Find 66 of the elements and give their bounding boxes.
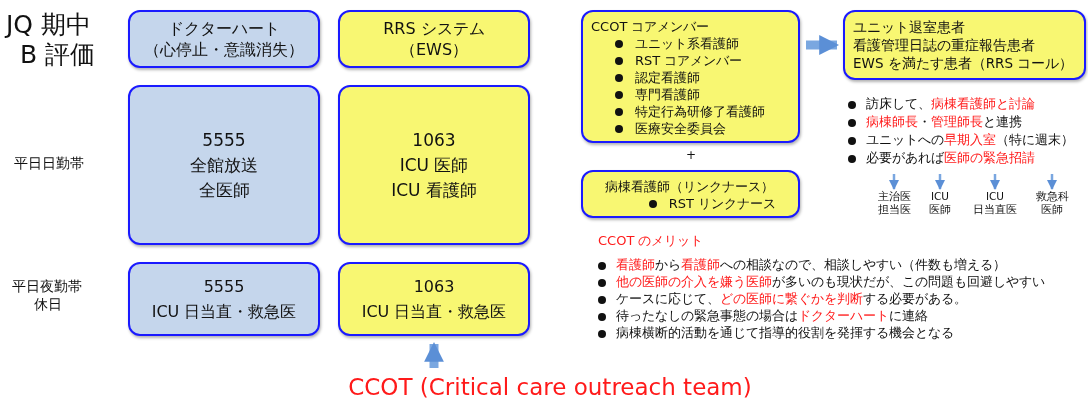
rounded-box — [128, 262, 320, 336]
box-text: ICU 日当直・救急医 — [361, 301, 507, 323]
box-text: （心停止・意識消失） — [144, 39, 304, 60]
box-text: 5555 — [203, 276, 245, 298]
box-text: （EWS） — [399, 39, 469, 60]
label: 休日 — [34, 296, 62, 313]
box-heading: 病棟看護師（リンクナース） — [604, 179, 774, 194]
bullet-text: 病棟横断的活動を通じて指導的役割を発揮する機会となる — [616, 325, 954, 340]
role-text: 医師 — [1041, 203, 1063, 216]
bullet-text: 看護師から看護師への相談なので、相談しやすい（件数も増える） — [616, 257, 1006, 272]
label: JQ 期中 — [6, 10, 91, 40]
role-text: 救急科 — [1035, 190, 1069, 203]
bullet-text: 訪床して、病棟看護師と討論 — [866, 96, 1035, 112]
box-text: EWS を満たす患者（RRS コール） — [853, 54, 1074, 72]
rounded-box — [581, 10, 800, 143]
bullet-text: 病棟師長・管理師長と連携 — [866, 114, 1022, 130]
bullet-text: ケースに応じて、どの医師に繋ぐかを判断する必要がある。 — [616, 291, 967, 306]
role-text: 日当直医 — [973, 203, 1017, 216]
rounded-box — [843, 10, 1086, 80]
box-text: ICU 看護師 — [391, 178, 477, 202]
arrow — [889, 174, 899, 190]
label: + — [686, 148, 697, 163]
rounded-box — [338, 10, 530, 68]
role-text: ICU — [985, 190, 1005, 203]
box-text: RRS システム — [383, 18, 485, 39]
list-item: 特定行為研修了看護師 — [635, 103, 765, 120]
list-item: ユニット系看護師 — [635, 35, 739, 52]
rounded-box — [338, 85, 530, 245]
rounded-box — [128, 10, 320, 68]
rounded-box — [338, 262, 530, 336]
box-text: 全館放送 — [190, 153, 258, 177]
bullet-text: 必要があれば医師の緊急招請 — [866, 150, 1035, 166]
bullet-text: ユニットへの早期入室（特に週末） — [866, 132, 1074, 148]
arrow — [990, 174, 1000, 190]
list-item: 専門看護師 — [635, 86, 700, 103]
bullet-text: 待ったなしの緊急事態の場合はドクターハートに連絡 — [616, 308, 928, 323]
rounded-box — [128, 85, 320, 245]
list-item: RST コアメンバー — [635, 52, 743, 69]
label: CCOT のメリット — [598, 233, 704, 249]
label: 平日夜勤帯 — [12, 278, 82, 295]
list-item: RST リンクナース — [668, 195, 777, 212]
box-text: 1063 — [412, 128, 456, 152]
role-text: ICU — [930, 190, 950, 203]
arrow — [935, 174, 945, 190]
box-text: ユニット退室患者 — [853, 18, 965, 36]
box-text: 1063 — [413, 276, 455, 298]
box-text: ICU 医師 — [399, 153, 469, 177]
box-text: 全医師 — [198, 178, 250, 202]
box-text: 看護管理日誌の重症報告患者 — [853, 36, 1035, 54]
list-item: 医療安全委員会 — [635, 120, 726, 137]
box-text: 5555 — [202, 128, 246, 152]
rounded-box — [581, 170, 800, 218]
list-item: 認定看護師 — [635, 69, 700, 86]
box-text: ICU 日当直・救急医 — [151, 301, 297, 323]
arrow — [424, 342, 444, 368]
box-heading: CCOT コアメンバー — [591, 19, 710, 34]
arrow — [806, 35, 839, 55]
label: B 評価 — [20, 40, 96, 70]
label: 平日日勤帯 — [14, 155, 84, 172]
role-text: 主治医 — [877, 190, 911, 203]
box-text: ドクターハート — [168, 18, 280, 39]
role-text: 医師 — [929, 203, 951, 216]
arrow — [1047, 174, 1057, 190]
role-text: 担当医 — [877, 203, 911, 216]
bullet-text: 他の医師の介入を嫌う医師が多いのも現状だが、この問題も回避しやすい — [616, 274, 1045, 289]
title: CCOT (Critical care outreach team) — [347, 374, 753, 402]
